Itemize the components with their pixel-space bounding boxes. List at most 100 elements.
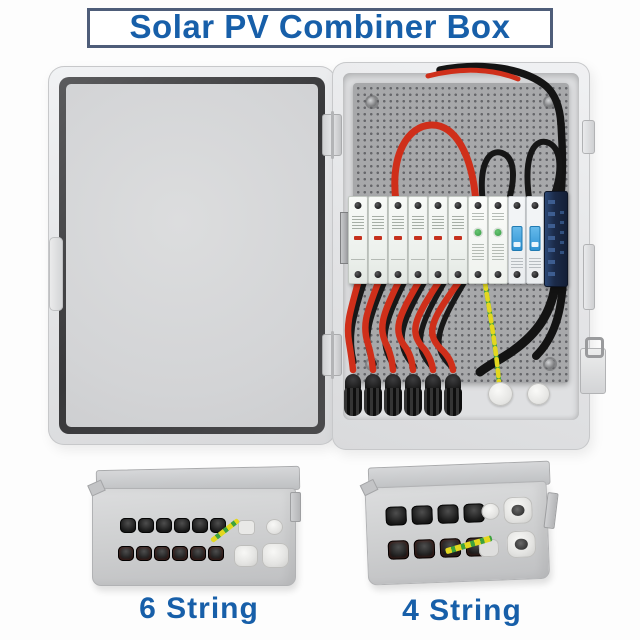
variant-4-string: 4 String (359, 460, 559, 632)
fuse-lid-seam (351, 259, 365, 260)
terminal-screw (414, 202, 422, 209)
mc4-connector (138, 518, 154, 533)
fuse-indicator-window (434, 236, 442, 240)
mc4-connector (136, 546, 152, 561)
fuse-lid-seam (451, 259, 465, 260)
terminal-screw (374, 202, 382, 209)
white-cable-gland (238, 520, 255, 535)
terminal-screw (513, 202, 521, 209)
white-cable-gland (488, 382, 513, 406)
black-cable-gland (364, 374, 382, 418)
fuse-label-print (452, 216, 464, 231)
black-cable-gland (384, 374, 402, 418)
connector-row-bottom (118, 546, 224, 561)
fuse-indicator-window (394, 236, 402, 240)
fuse-lid-seam (371, 259, 385, 260)
plate-screw (545, 359, 555, 369)
dc-circuit-breaker (508, 196, 544, 284)
mc4-connector (411, 505, 433, 525)
terminal-screw (394, 271, 402, 278)
terminal-screw (531, 271, 539, 278)
fuse-label-print (392, 216, 404, 231)
pv-fuse-holder (448, 196, 468, 284)
black-cable-gland (424, 374, 442, 418)
terminal-screw (513, 271, 521, 278)
side-tab (582, 120, 595, 154)
fuse-label-print (432, 216, 444, 231)
connector-row-top (385, 503, 485, 526)
enclosure-door (48, 66, 336, 445)
door-inner-panel (66, 84, 318, 427)
mc4-connector (385, 506, 408, 526)
closed-box-4-string (359, 458, 561, 589)
cable-gland-row (344, 374, 462, 418)
terminal-screw (454, 271, 462, 278)
mc4-connector (156, 518, 172, 533)
spd-status-indicator (474, 229, 482, 236)
mounting-bracket (583, 244, 595, 310)
mc4-connector (192, 518, 208, 533)
mc4-connector (387, 540, 410, 560)
breaker-label-print (529, 258, 541, 270)
closed-box-6-string (87, 465, 306, 590)
terminal-screw (434, 271, 442, 278)
fuse-label-print (412, 216, 424, 231)
enclosure-body (332, 62, 606, 450)
white-cable-gland (503, 496, 534, 525)
spd-label-print (492, 244, 504, 260)
mc4-connector (437, 504, 459, 524)
mc4-connector (413, 539, 436, 559)
door-latch-tab (49, 237, 63, 311)
box-latch (290, 492, 301, 522)
page-title: Solar PV Combiner Box (129, 8, 511, 45)
breaker-label-print (511, 258, 523, 270)
spd-label-print (472, 213, 484, 222)
title-banner: Solar PV Combiner Box (87, 8, 553, 48)
fuse-indicator-window (454, 236, 462, 240)
fuse-lid-seam (411, 259, 425, 260)
terminal-screw (354, 271, 362, 278)
box-latch (580, 337, 606, 394)
black-cable-gland (344, 374, 362, 418)
terminal-screw (374, 271, 382, 278)
breaker-pole (508, 196, 526, 284)
pv-fuse-holder (428, 196, 448, 284)
mc4-connector (172, 546, 188, 561)
spd-label-print (472, 244, 484, 260)
spd-pole (468, 196, 488, 284)
terminal-screw (531, 202, 539, 209)
variant-label: 4 String (402, 594, 522, 627)
plate-screw (367, 97, 377, 107)
din-device-row (348, 191, 568, 292)
mc4-connector (120, 518, 136, 533)
white-cable-gland (262, 543, 289, 568)
fuse-label-print (372, 216, 384, 231)
terminal-screw (494, 202, 502, 209)
fuse-lid-seam (391, 259, 405, 260)
white-cable-gland (234, 545, 258, 567)
mc4-connector (208, 546, 224, 561)
pv-fuse-holder (368, 196, 388, 284)
terminal-screw (454, 202, 462, 209)
terminal-screw (494, 271, 502, 278)
variant-label: 6 String (139, 592, 259, 625)
terminal-screw (474, 202, 482, 209)
surge-protector (468, 196, 508, 284)
spd-label-print (492, 213, 504, 222)
breaker-toggle (529, 226, 541, 251)
pv-fuse-holder (348, 196, 368, 284)
mc4-connector (174, 518, 190, 533)
fuse-indicator-window (374, 236, 382, 240)
busbar-block (544, 191, 568, 287)
white-cable-gland (506, 530, 537, 559)
terminal-screw (354, 202, 362, 209)
spd-status-indicator (494, 229, 502, 236)
breaker-toggle (511, 226, 523, 251)
mc4-connector (154, 546, 170, 561)
fuse-lid-seam (431, 259, 445, 260)
fuse-label-print (352, 216, 364, 231)
terminal-screw (414, 271, 422, 278)
black-cable-gland (444, 374, 462, 418)
terminal-screw (474, 271, 482, 278)
hinge-top (322, 111, 342, 159)
